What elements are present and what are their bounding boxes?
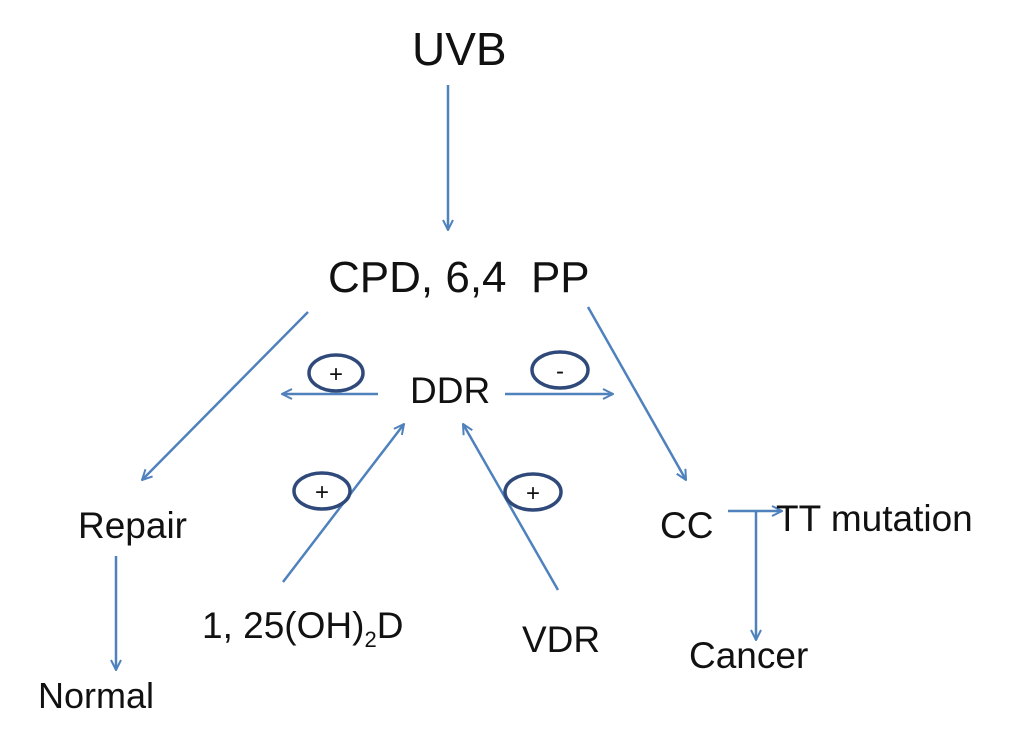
sign-ellipse-ddr-to-cc [530,350,590,390]
arrow-lesions-to-repair [142,311,309,480]
node-lesions: CPD, 6,4 PP [328,253,590,302]
node-normal: Normal [38,675,155,716]
node-cancer: Cancer [689,635,809,676]
vitamin-d-prefix: 1, 25(OH) [202,605,365,646]
node-vitamin-d: 1, 25(OH)2D [202,607,403,651]
vitamin-d-suffix: D [376,605,404,646]
sign-vdr-to-ddr: + [526,480,540,507]
node-ddr: DDR [410,370,491,411]
node-vdr: VDR [522,619,601,660]
node-repair: Repair [78,505,187,546]
node-uvb: UVB [412,23,507,75]
node-cc: CC [660,505,714,546]
node-tt-mutation: TT mutation [776,498,973,539]
sign-vitamin-d-to-ddr: + [315,479,329,506]
sign-ddr-to-cc: - [556,358,564,385]
arrow-vdr-to-ddr [463,424,560,591]
vitamin-d-subscript: 2 [364,627,377,652]
sign-ellipse-vdr-to-ddr [503,472,563,512]
sign-ellipse-ddr-to-repair [307,353,365,393]
arrow-lesions-to-cc [586,306,686,480]
sign-ddr-to-repair: + [329,361,343,388]
sign-ellipse-vitamin-d-to-ddr [292,471,352,511]
